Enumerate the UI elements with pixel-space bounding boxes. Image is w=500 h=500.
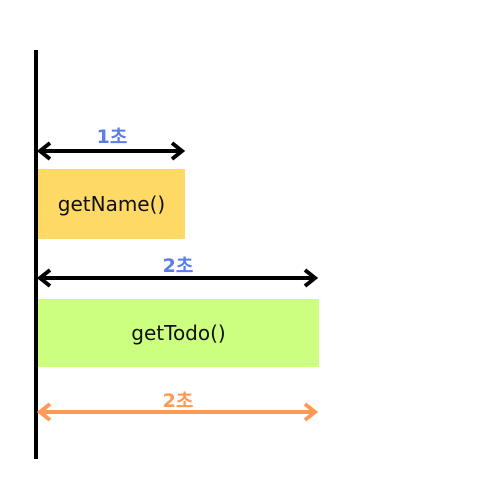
function-box-getname: getName() <box>38 169 185 239</box>
duration-arrow-total <box>36 402 319 422</box>
duration-label-gettodo: 2초 <box>162 255 194 277</box>
duration-arrow-getname <box>36 141 186 161</box>
duration-label-getname: 1초 <box>96 126 128 148</box>
duration-label-total: 2초 <box>162 390 194 412</box>
duration-arrow-gettodo <box>36 268 319 288</box>
timeline-axis <box>34 50 38 459</box>
function-box-gettodo: getTodo() <box>38 299 319 367</box>
